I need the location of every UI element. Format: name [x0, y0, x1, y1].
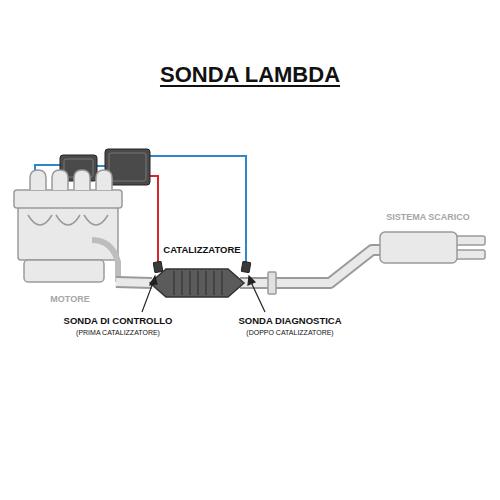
tail-pipe [455, 236, 485, 245]
intake-runner [74, 170, 90, 190]
intake-runner [30, 170, 46, 190]
converter-rib [189, 271, 191, 295]
leader-line [250, 280, 265, 312]
leader-arrows [142, 276, 265, 312]
engine-illustration [14, 170, 122, 282]
sensor-note: (PRIMA CATALIZZATORE) [74, 329, 162, 337]
leader-head [248, 276, 255, 285]
engine-block [18, 205, 118, 260]
oil-sump [24, 260, 104, 282]
control-sensor-wire [150, 176, 158, 264]
muffler-body [380, 232, 457, 263]
sensor-label: SONDA DIAGNOSTICA [236, 316, 343, 327]
converter-rib [181, 271, 183, 295]
control-sensor [153, 261, 163, 272]
engine-label: MOTORE [48, 294, 91, 304]
converter-rib [197, 271, 199, 295]
sensor-note: (DOPPO CATALIZZATORE) [244, 329, 335, 337]
leader-head [150, 276, 157, 285]
lambda-sensors [153, 261, 251, 272]
diagnostic-sensor-wire [150, 156, 246, 264]
exhaust-manifold [92, 240, 118, 282]
converter-rib [205, 271, 207, 295]
muffler [380, 232, 485, 263]
cylinder-head [14, 190, 122, 208]
converter-rib [213, 271, 215, 295]
converter-body [150, 269, 244, 297]
catalytic-converter [150, 269, 244, 297]
intake-runner [52, 170, 68, 190]
component-label: CATALIZZATORE [161, 245, 242, 256]
diagnostic-sensor [241, 261, 251, 272]
converter-ribs [174, 271, 222, 295]
converter-rib [221, 271, 223, 295]
tail-pipe [455, 250, 485, 259]
ecu-link-wire [97, 165, 105, 167]
pipe-flange [268, 272, 276, 294]
engine-detail [28, 215, 108, 225]
converter-rib [173, 271, 175, 295]
diagram-title: SONDA LAMBDA [158, 62, 342, 87]
sensor-label: SONDA DI CONTROLLO [62, 316, 175, 327]
intake-runner [96, 170, 112, 190]
exhaust-label: SISTEMA SCARICO [384, 212, 472, 222]
ecu-box-panel [109, 153, 146, 181]
